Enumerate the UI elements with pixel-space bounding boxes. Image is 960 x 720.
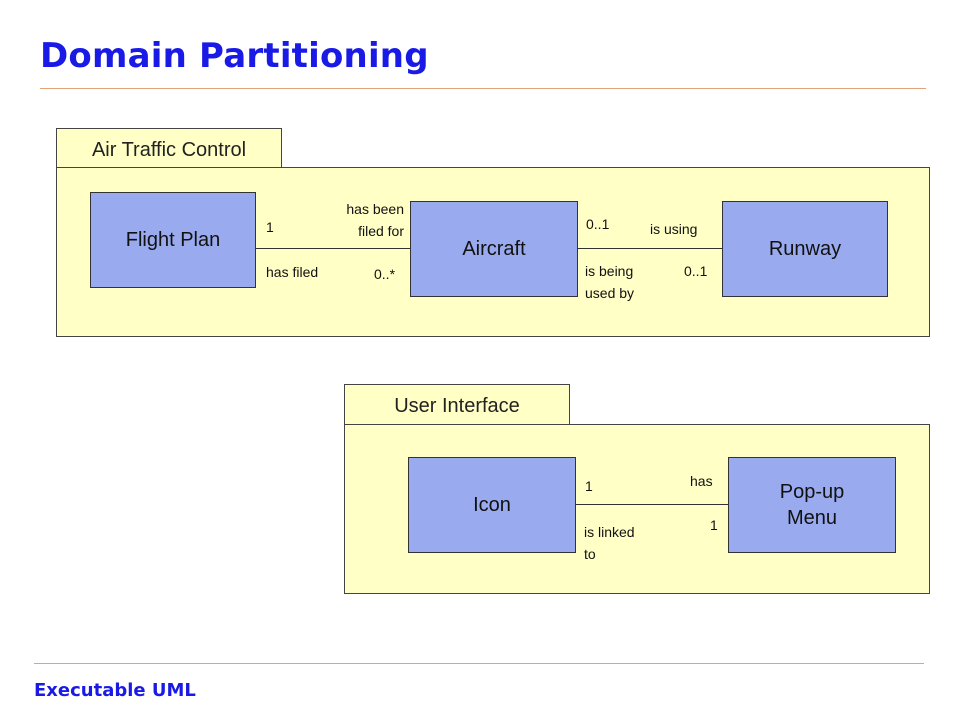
multiplicity-label: 1 <box>710 517 718 533</box>
role-label: is being used by <box>585 263 635 301</box>
footer-label: Executable UML <box>34 680 196 701</box>
role-label: has <box>690 473 713 489</box>
role-label: has been filed for <box>346 201 404 239</box>
association-line-icon-popup-menu <box>576 504 728 505</box>
class-runway[interactable]: Runway <box>722 201 888 297</box>
class-flight-plan[interactable]: Flight Plan <box>90 192 256 288</box>
association-line-aircraft-runway <box>578 248 722 249</box>
role-label: has filed <box>266 264 319 280</box>
association-line-flightplan-aircraft <box>256 248 410 249</box>
class-popup-menu[interactable]: Pop-up Menu <box>728 457 896 553</box>
top-divider <box>40 88 926 89</box>
bottom-divider <box>34 663 924 664</box>
multiplicity-label: 1 <box>585 478 593 494</box>
page-title: Domain Partitioning <box>40 36 429 76</box>
multiplicity-label: 0..* <box>374 266 396 282</box>
multiplicity-label: 1 <box>266 219 274 235</box>
package-tab-air-traffic-control: Air Traffic Control <box>56 128 282 168</box>
package-tab-user-interface: User Interface <box>344 384 570 425</box>
class-icon[interactable]: Icon <box>408 457 576 553</box>
multiplicity-label: 0..1 <box>586 216 610 232</box>
class-aircraft[interactable]: Aircraft <box>410 201 578 297</box>
role-label: is using <box>650 221 698 237</box>
role-label: is linked to <box>584 524 635 562</box>
multiplicity-label: 0..1 <box>684 263 708 279</box>
